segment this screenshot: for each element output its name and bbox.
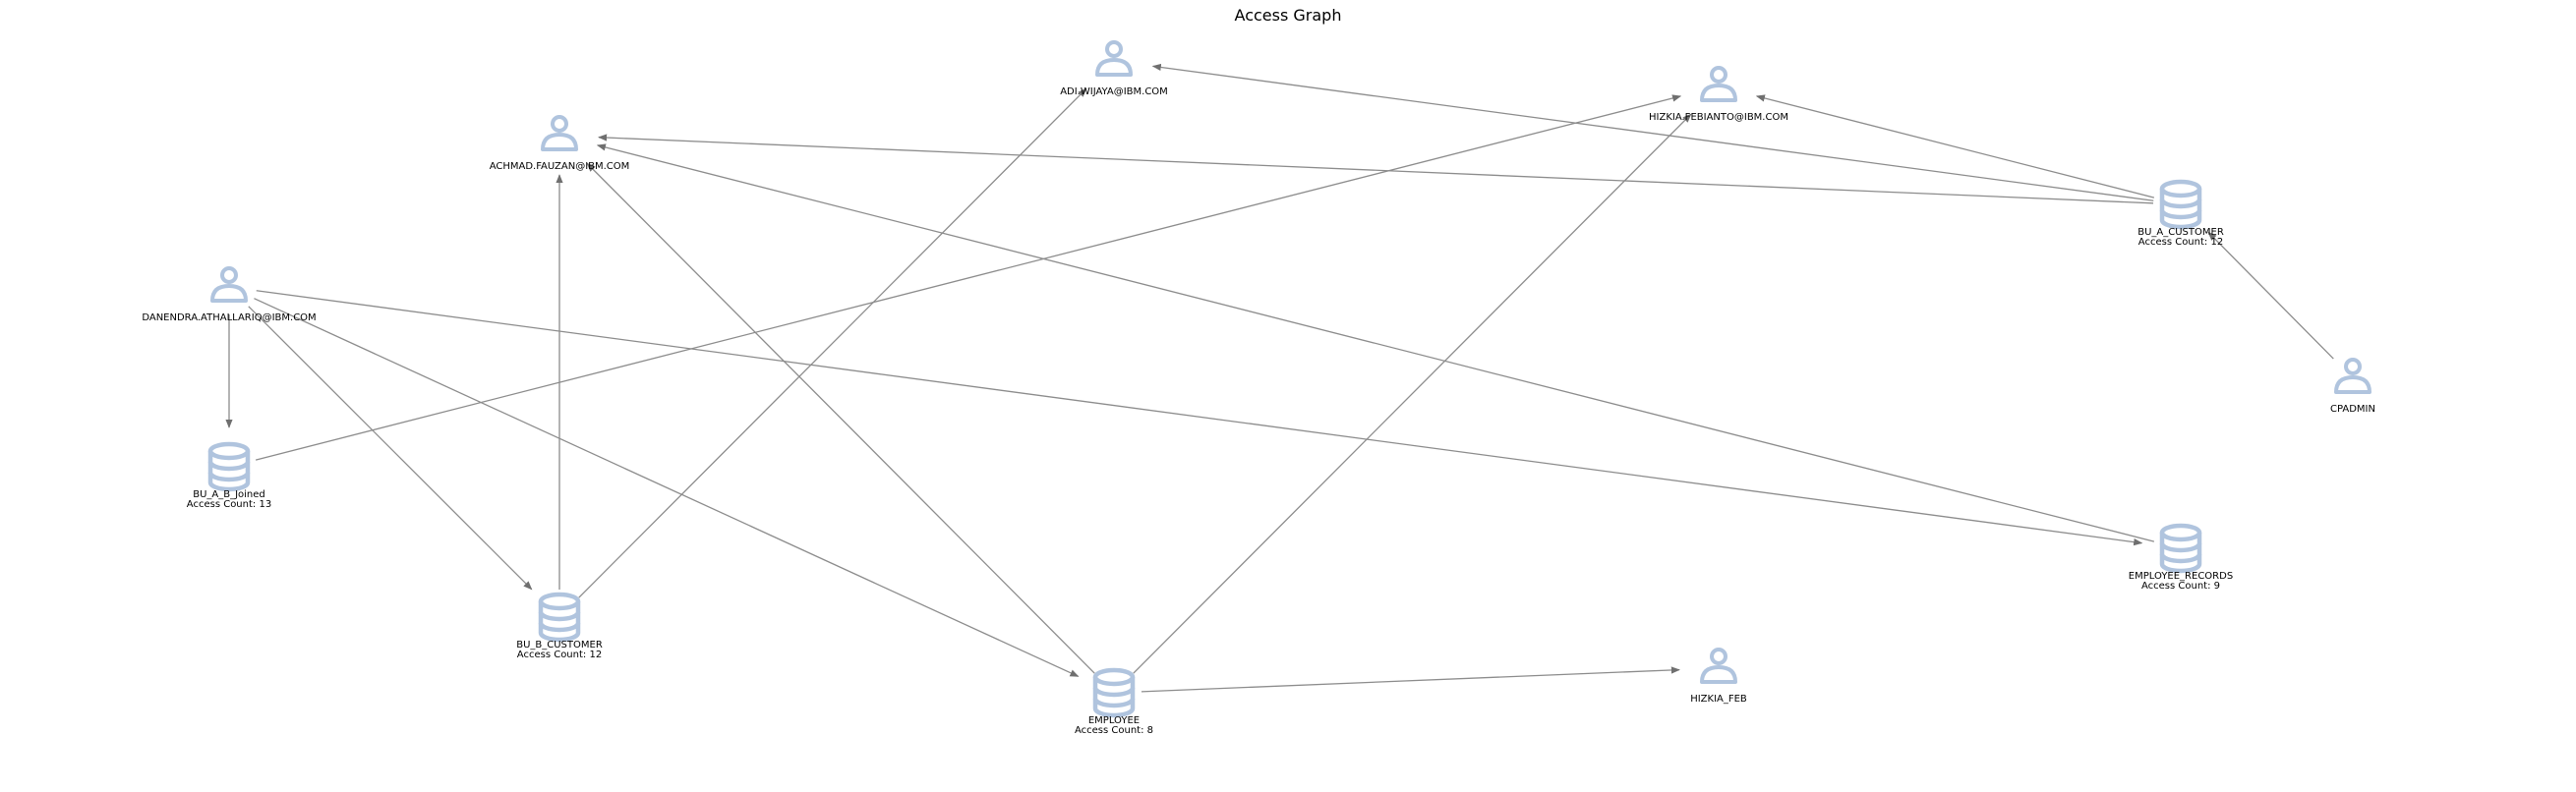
node-access-count: Access Count: 12 (2138, 237, 2223, 248)
node-label: BU_B_CUSTOMER (516, 640, 603, 651)
node-label: HIZKIA.FEBIANTO@IBM.COM (1649, 112, 1788, 123)
node-access-count: Access Count: 9 (2141, 581, 2220, 592)
edges-layer (225, 63, 2334, 693)
user-icon (2334, 358, 2371, 394)
node-label: BU_A_B_Joined (193, 489, 265, 500)
node-label: BU_A_CUSTOMER (2137, 227, 2224, 238)
user-icon (210, 266, 248, 303)
node-label: EMPLOYEE_RECORDS (2129, 571, 2233, 582)
user-icon (1700, 66, 1737, 102)
node-achmad[interactable]: ACHMAD.FAUZAN@IBM.COM (490, 115, 630, 172)
user-icon (1700, 648, 1737, 684)
database-icon (538, 592, 581, 643)
edge-cpadmin-to-bu_a (2207, 231, 2334, 360)
edge-employee-to-hizkia_feb (1141, 666, 1680, 693)
node-label: ADI.WIJAYA@IBM.COM (1060, 86, 1168, 97)
edge-bu_ab-to-hizkia_f (255, 94, 1682, 461)
node-access-count: Access Count: 8 (1075, 725, 1153, 736)
edge-employee-to-achmad (586, 162, 1095, 674)
node-access-count: Access Count: 13 (187, 499, 271, 510)
node-hizkia-f[interactable]: HIZKIA.FEBIANTO@IBM.COM (1649, 66, 1788, 123)
node-hizkia-feb[interactable]: HIZKIA_FEB (1690, 648, 1747, 705)
edge-bu_a-to-hizkia_f (1755, 94, 2155, 198)
database-icon (2159, 179, 2202, 230)
edge-danendra-to-employee (254, 298, 1080, 677)
node-danendra[interactable]: DANENDRA.ATHALLARIQ@IBM.COM (142, 266, 317, 323)
node-cpadmin[interactable]: CPADMIN (2330, 358, 2375, 415)
database-icon (207, 441, 251, 492)
node-label: HIZKIA_FEB (1690, 694, 1747, 705)
node-label: CPADMIN (2330, 404, 2375, 415)
graph-title: Access Graph (1234, 6, 1342, 25)
edge-employee-to-hizkia_f (1133, 113, 1692, 674)
edge-danendra-to-emp_rec (256, 290, 2143, 546)
user-icon (1095, 40, 1133, 77)
node-label: DANENDRA.ATHALLARIQ@IBM.COM (142, 312, 316, 323)
edge-bu_a-to-adi (1151, 63, 2154, 201)
node-access-count: Access Count: 12 (517, 650, 602, 660)
database-icon (1092, 667, 1136, 718)
node-label: ACHMAD.FAUZAN@IBM.COM (490, 161, 630, 172)
edge-emp_rec-to-achmad (596, 143, 2155, 542)
edge-bu_a-to-achmad (598, 134, 2154, 204)
nodes-layer: ADI.WIJAYA@IBM.COM HIZKIA.FEBIANTO@IBM.CO… (142, 40, 2375, 736)
node-label: EMPLOYEE (1088, 715, 1140, 726)
edge-danendra-to-bu_b (248, 306, 533, 591)
user-icon (541, 115, 578, 151)
edge-bu_b-to-adi (578, 87, 1087, 598)
database-icon (2159, 523, 2202, 574)
node-adi[interactable]: ADI.WIJAYA@IBM.COM (1060, 40, 1168, 97)
